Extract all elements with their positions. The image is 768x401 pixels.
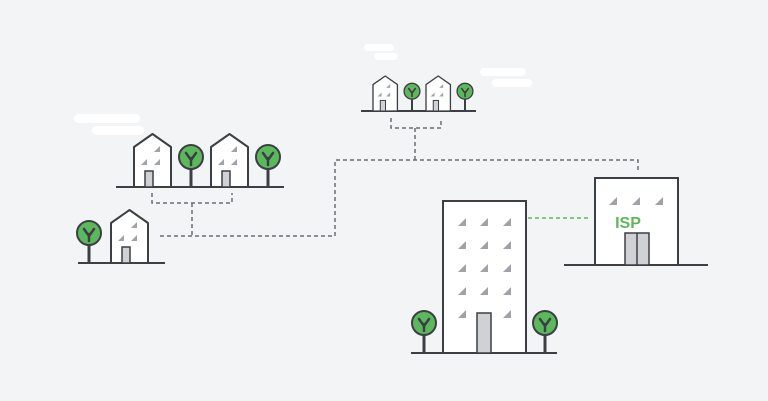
tree-icon: [410, 309, 438, 355]
tree-icon: [403, 82, 421, 112]
neighborhood-top: [361, 75, 476, 112]
isp-label: ISP: [615, 215, 641, 232]
house-icon: [372, 75, 399, 112]
tree-icon: [254, 143, 282, 189]
house-icon: [210, 133, 249, 188]
house-icon: [133, 133, 172, 188]
tree-icon: [177, 143, 205, 189]
tree-icon: [456, 82, 474, 112]
house-icon: [425, 75, 452, 112]
neighborhood-lower-left: [75, 209, 165, 265]
cloud-icon: [74, 114, 144, 135]
cloud-icon: [480, 68, 532, 87]
tree-icon: [531, 309, 559, 355]
network-connections: [151, 118, 639, 237]
neighborhood-upper-left: [116, 133, 284, 189]
isp-building-icon: ISP: [564, 177, 708, 266]
tree-icon: [75, 219, 103, 265]
house-icon: [110, 209, 149, 264]
office-building-icon: [411, 200, 557, 354]
cloud-icon: [364, 44, 398, 60]
